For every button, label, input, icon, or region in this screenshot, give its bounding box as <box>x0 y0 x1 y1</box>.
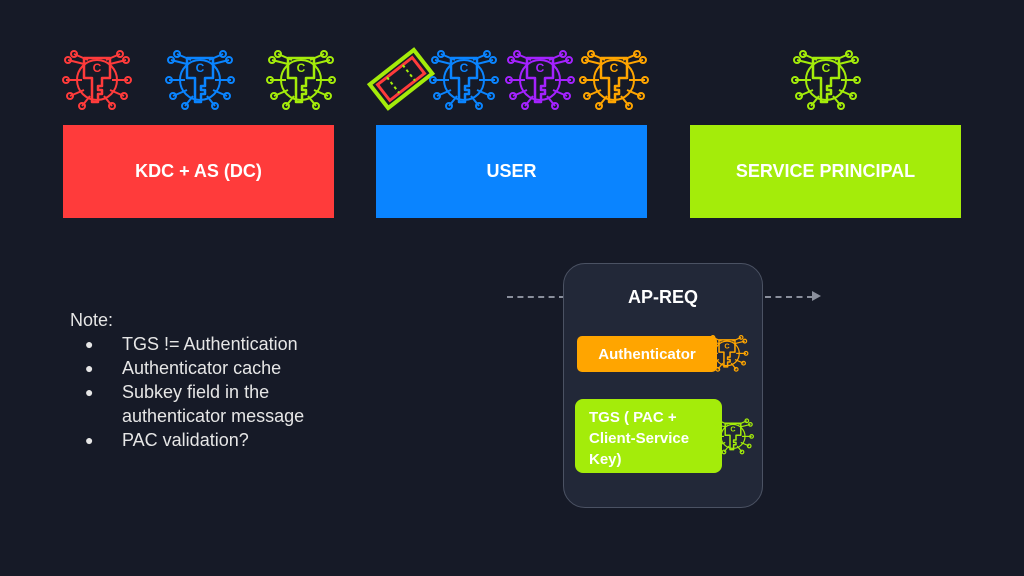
svg-text:C: C <box>730 425 735 434</box>
svg-text:C: C <box>822 61 831 75</box>
svg-text:C: C <box>724 341 730 350</box>
tgs-key-icon: C <box>712 418 754 456</box>
kdc-box: KDC + AS (DC) <box>63 125 334 218</box>
session-key-blue-icon: C <box>429 50 499 112</box>
ticket-icon <box>366 44 436 114</box>
service-key-2-icon: C <box>791 50 861 112</box>
authenticator-key-icon: C <box>705 335 749 373</box>
packet-title: AP-REQ <box>627 287 698 307</box>
arrow-head-icon <box>812 291 821 301</box>
svg-text:C: C <box>297 61 306 75</box>
note-item: TGS != Authentication <box>70 332 332 356</box>
user-label: USER <box>486 161 537 181</box>
arrow-line-right <box>765 296 813 298</box>
note-heading: Note: <box>70 310 114 330</box>
tgs-pill: TGS ( PAC + Client-Service Key) <box>575 399 722 473</box>
svg-text:C: C <box>196 61 205 75</box>
note-list: TGS != Authentication Authenticator cach… <box>70 332 332 452</box>
session-key-purple-icon: C <box>505 50 575 112</box>
service-principal-box: SERVICE PRINCIPAL <box>690 125 961 218</box>
note-item: PAC validation? <box>70 428 332 452</box>
service-principal-label: SERVICE PRINCIPAL <box>735 161 916 181</box>
user-box: USER <box>376 125 647 218</box>
note-item: Subkey field in the authenticator messag… <box>70 380 332 428</box>
note-item: Authenticator cache <box>70 356 332 380</box>
kdc-label: KDC + AS (DC) <box>135 161 262 181</box>
svg-text:C: C <box>93 61 102 75</box>
arrow-line-left <box>507 296 565 298</box>
user-key-icon: C <box>165 50 235 112</box>
svg-text:C: C <box>536 61 545 75</box>
service-key-icon: C <box>266 50 336 112</box>
svg-text:C: C <box>610 61 619 75</box>
note-block: Note: TGS != Authentication Authenticato… <box>70 308 332 452</box>
authenticator-pill: Authenticator <box>577 336 717 372</box>
session-key-orange-icon: C <box>579 50 649 112</box>
svg-text:C: C <box>460 61 469 75</box>
kdc-key-icon: C <box>62 50 132 112</box>
